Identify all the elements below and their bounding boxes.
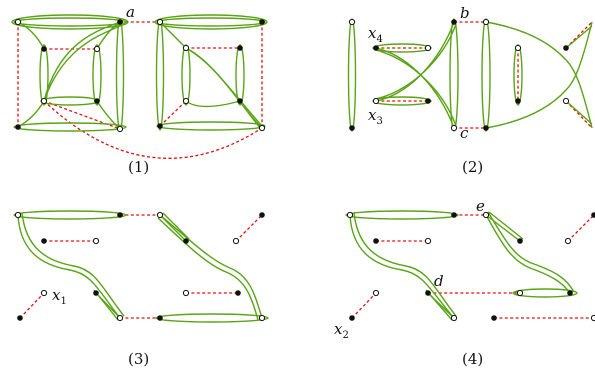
panel-2-caption: (2) bbox=[462, 158, 483, 176]
panel-1-caption: (1) bbox=[128, 158, 149, 176]
vertex-label-c: c bbox=[460, 124, 469, 142]
panel-4: e d x2 (4) bbox=[334, 197, 595, 368]
panel-2-vertices bbox=[348, 18, 570, 132]
panel-3-caption: (3) bbox=[128, 350, 149, 368]
panel-3-vertices bbox=[14, 211, 266, 322]
panel-3: x1 (3) bbox=[13, 210, 269, 368]
panel-4-caption: (4) bbox=[462, 350, 483, 368]
vertex-label-e: e bbox=[476, 197, 485, 215]
panel-4-dashed-edges bbox=[351, 214, 595, 319]
panel-1-dashed-edges bbox=[17, 21, 263, 159]
panel-2: x4 x3 b c (2) bbox=[347, 4, 593, 176]
vertex-label-x3: x3 bbox=[368, 106, 383, 127]
vertex-label-d: d bbox=[434, 272, 444, 290]
panel-2-hyperedges bbox=[347, 18, 593, 132]
vertex-label-x4: x4 bbox=[368, 24, 383, 45]
vertex-label-x2: x2 bbox=[334, 320, 349, 341]
panel-4-hyperedges bbox=[345, 210, 578, 321]
panel-3-hyperedges bbox=[13, 210, 269, 323]
vertex-label-x1: x1 bbox=[52, 286, 67, 307]
panel-2-dashed-edges bbox=[376, 21, 593, 129]
panel-4-vertices bbox=[346, 211, 595, 322]
vertex-label-a: a bbox=[126, 3, 135, 21]
panel-1-hyperedges bbox=[11, 14, 268, 132]
vertex-label-b: b bbox=[460, 4, 470, 22]
panel-1-vertices bbox=[14, 18, 266, 133]
panel-1: a (1) bbox=[11, 3, 268, 176]
